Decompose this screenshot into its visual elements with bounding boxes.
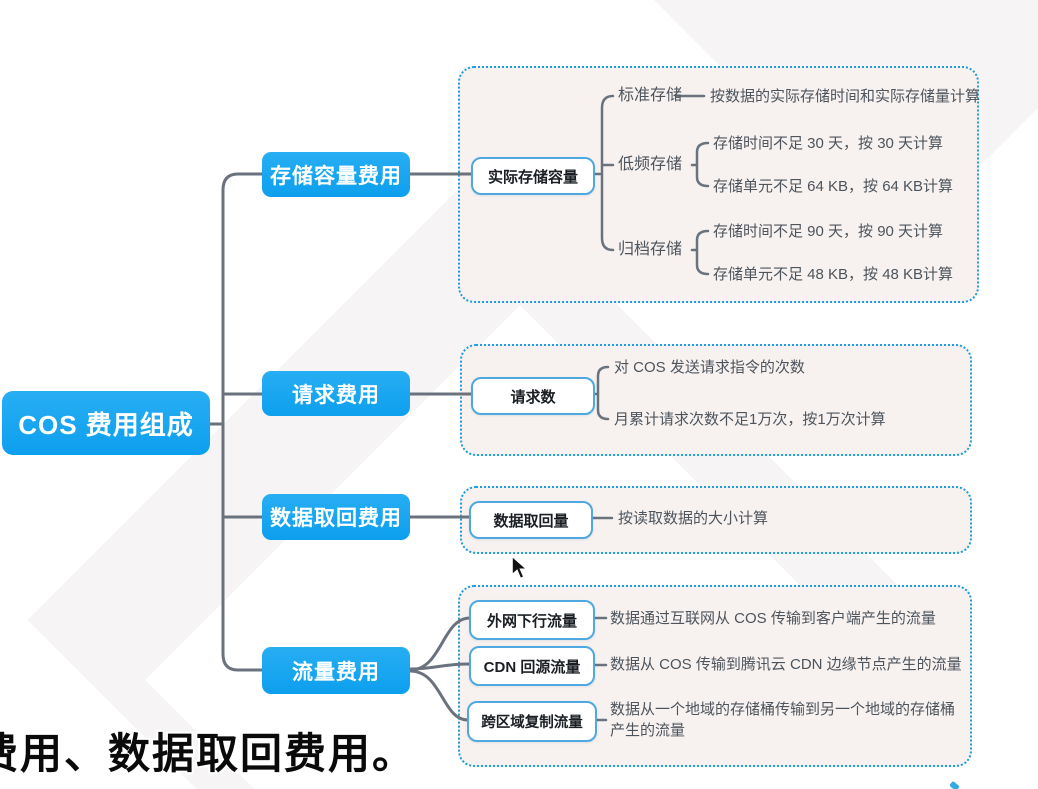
node-outbound-traffic: 外网下行流量 [469, 600, 595, 640]
node-storage-fee-label: 存储容量费用 [270, 164, 402, 188]
node-root-label: COS 费用组成 [18, 409, 194, 440]
desc-archive-rule2: 存储单元不足 48 KB，按 48 KB计算 [713, 266, 954, 283]
node-retrieval-amount: 数据取回量 [469, 501, 593, 539]
desc-standard-storage: 按数据的实际存储时间和实际存储量计算 [710, 88, 981, 105]
label-standard-storage: 标准存储 [618, 87, 683, 104]
desc-cross-region-traffic: 数据从一个地域的存储桶传输到另一个地域的存储桶产生的流量 [610, 701, 956, 739]
desc-retrieval-rule1: 按读取数据的大小计算 [618, 510, 769, 527]
mouse-cursor-icon [511, 555, 530, 580]
desc-cdn-traffic: 数据从 COS 传输到腾讯云 CDN 边缘节点产生的流量 [610, 656, 962, 673]
node-storage-fee: 存储容量费用 [262, 152, 410, 197]
label-archive-storage: 归档存储 [618, 241, 683, 258]
node-request-fee: 请求费用 [262, 371, 410, 416]
bottom-edge-speck [949, 780, 960, 789]
node-outbound-traffic-label: 外网下行流量 [486, 612, 577, 630]
node-root: COS 费用组成 [2, 391, 210, 455]
node-retrieval-fee: 数据取回费用 [262, 494, 410, 540]
node-traffic-fee: 流量费用 [262, 647, 410, 694]
node-actual-storage: 实际存储容量 [471, 157, 595, 195]
label-infrequent-storage: 低频存储 [618, 156, 683, 173]
desc-outbound-traffic: 数据通过互联网从 COS 传输到客户端产生的流量 [610, 610, 936, 627]
desc-infrequent-rule2: 存储单元不足 64 KB，按 64 KB计算 [713, 178, 954, 195]
desc-request-rule1: 对 COS 发送请求指令的次数 [614, 359, 805, 376]
desc-infrequent-rule1: 存储时间不足 30 天，按 30 天计算 [713, 135, 944, 152]
node-retrieval-fee-label: 数据取回费用 [270, 507, 402, 530]
node-cdn-traffic-label: CDN 回源流量 [483, 658, 581, 676]
subtitle-caption: 费用、数据取回费用。 [0, 730, 417, 777]
node-cdn-traffic: CDN 回源流量 [469, 646, 595, 686]
node-request-count: 请求数 [471, 377, 595, 415]
node-cross-region-traffic-label: 跨区域复制流量 [481, 715, 583, 731]
node-retrieval-amount-label: 数据取回量 [493, 512, 569, 530]
node-traffic-fee-label: 流量费用 [292, 660, 380, 684]
desc-archive-rule1: 存储时间不足 90 天，按 90 天计算 [713, 223, 944, 240]
node-actual-storage-label: 实际存储容量 [487, 168, 578, 186]
desc-request-rule2: 月累计请求次数不足1万次，按1万次计算 [614, 411, 886, 428]
node-request-fee-label: 请求费用 [292, 383, 380, 407]
node-request-count-label: 请求数 [510, 388, 556, 406]
node-cross-region-traffic: 跨区域复制流量 [467, 701, 597, 742]
